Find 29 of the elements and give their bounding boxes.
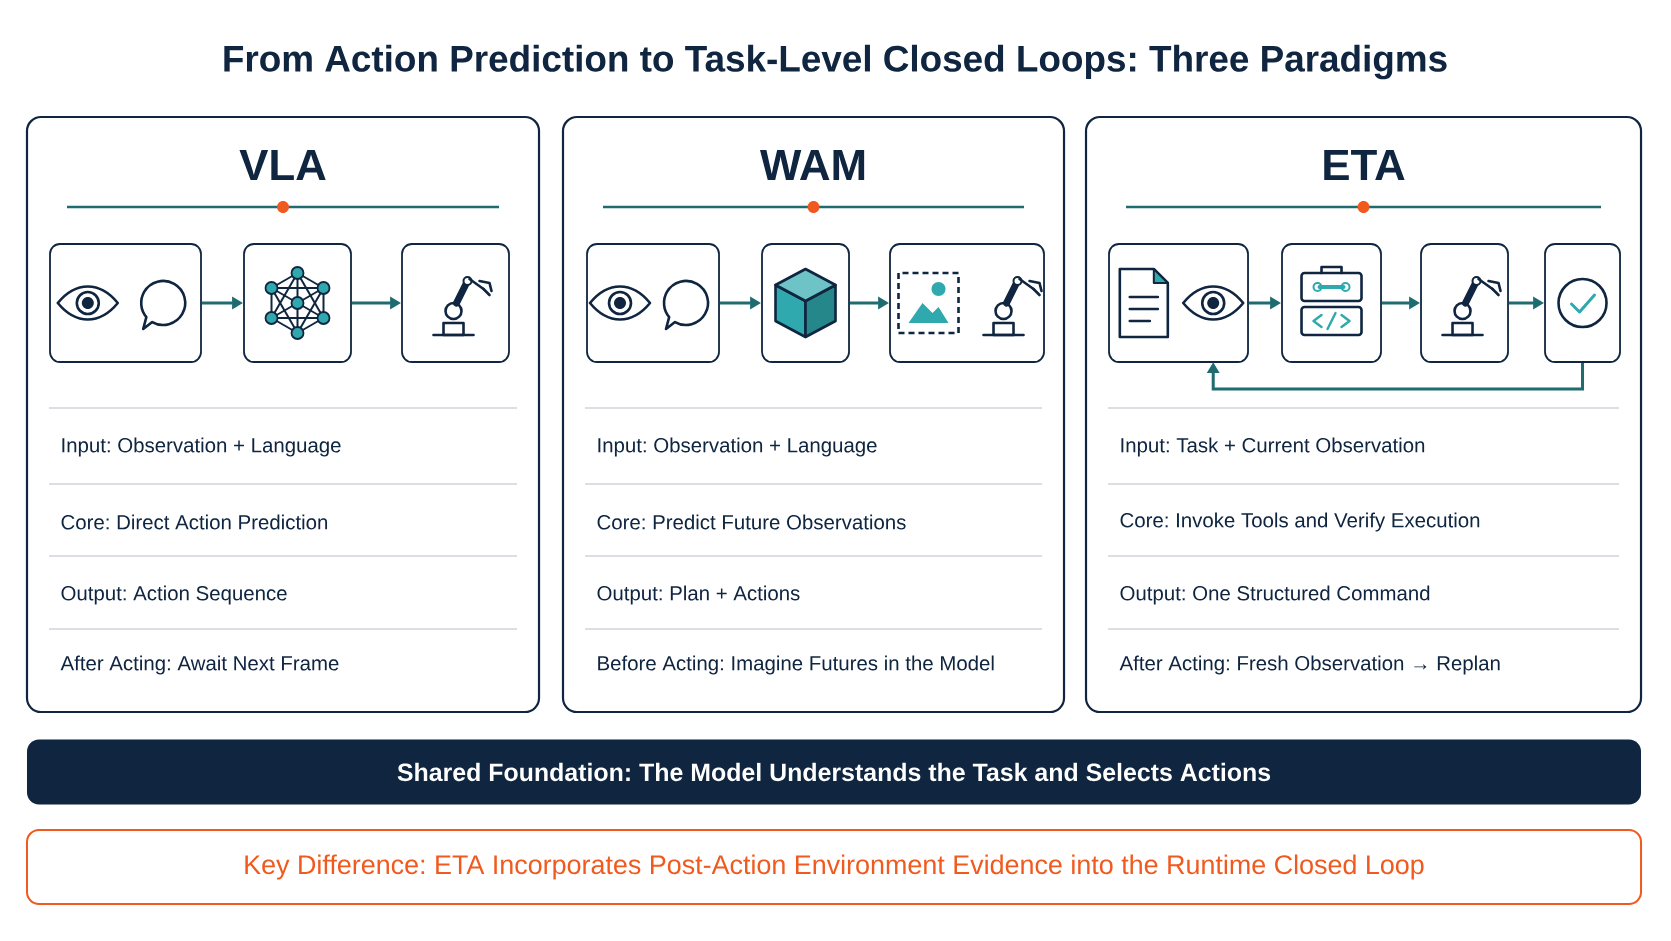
panel-heading: VLA <box>239 149 326 181</box>
icon-box <box>243 243 352 363</box>
banner: Shared Foundation: The Model Understands the Task and Selects Actions <box>27 739 1642 805</box>
row-text: After Acting: Fresh Observation → Replan <box>1119 655 1500 675</box>
row-text: Output: One Structured Command <box>1120 585 1430 605</box>
icon-box <box>401 243 510 363</box>
row-text: Input: Observation + Language <box>62 437 341 457</box>
icon-box <box>889 243 1045 363</box>
icon-box <box>1544 243 1621 363</box>
row-text: Input: Task + Current Observation <box>1121 437 1425 457</box>
row-text: Output: Action Sequence <box>61 585 287 605</box>
title: From Action Prediction to Task-Level Closed Loops: Three Paradigms <box>224 44 1447 80</box>
row-text: Input: Observation + Language <box>598 437 877 457</box>
row-text: Core: Predict Future Observations <box>597 514 906 530</box>
icon-box <box>49 243 202 363</box>
row-text: Output: Plan + Actions <box>597 585 800 605</box>
icon-box <box>1281 243 1382 363</box>
icon-box <box>1108 243 1249 363</box>
panel-heading: ETA <box>1324 149 1405 181</box>
row-text: Core: Invoke Tools and Verify Execution <box>1120 512 1480 532</box>
icon-box <box>1420 243 1509 363</box>
callout-box: Key Difference: ETA Incorporates Post-Action Environment Evidence into the Runtime Closed Loop <box>26 829 1643 905</box>
icon-box <box>586 243 720 363</box>
arrow <box>1206 362 1584 391</box>
row-text: Before Acting: Imagine Futures in the Model <box>598 655 994 675</box>
panel-heading: WAM <box>760 149 865 181</box>
row-text: Core: Direct Action Prediction <box>61 514 328 530</box>
icon-box <box>761 243 850 363</box>
row-text: After Acting: Await Next Frame <box>60 655 339 675</box>
